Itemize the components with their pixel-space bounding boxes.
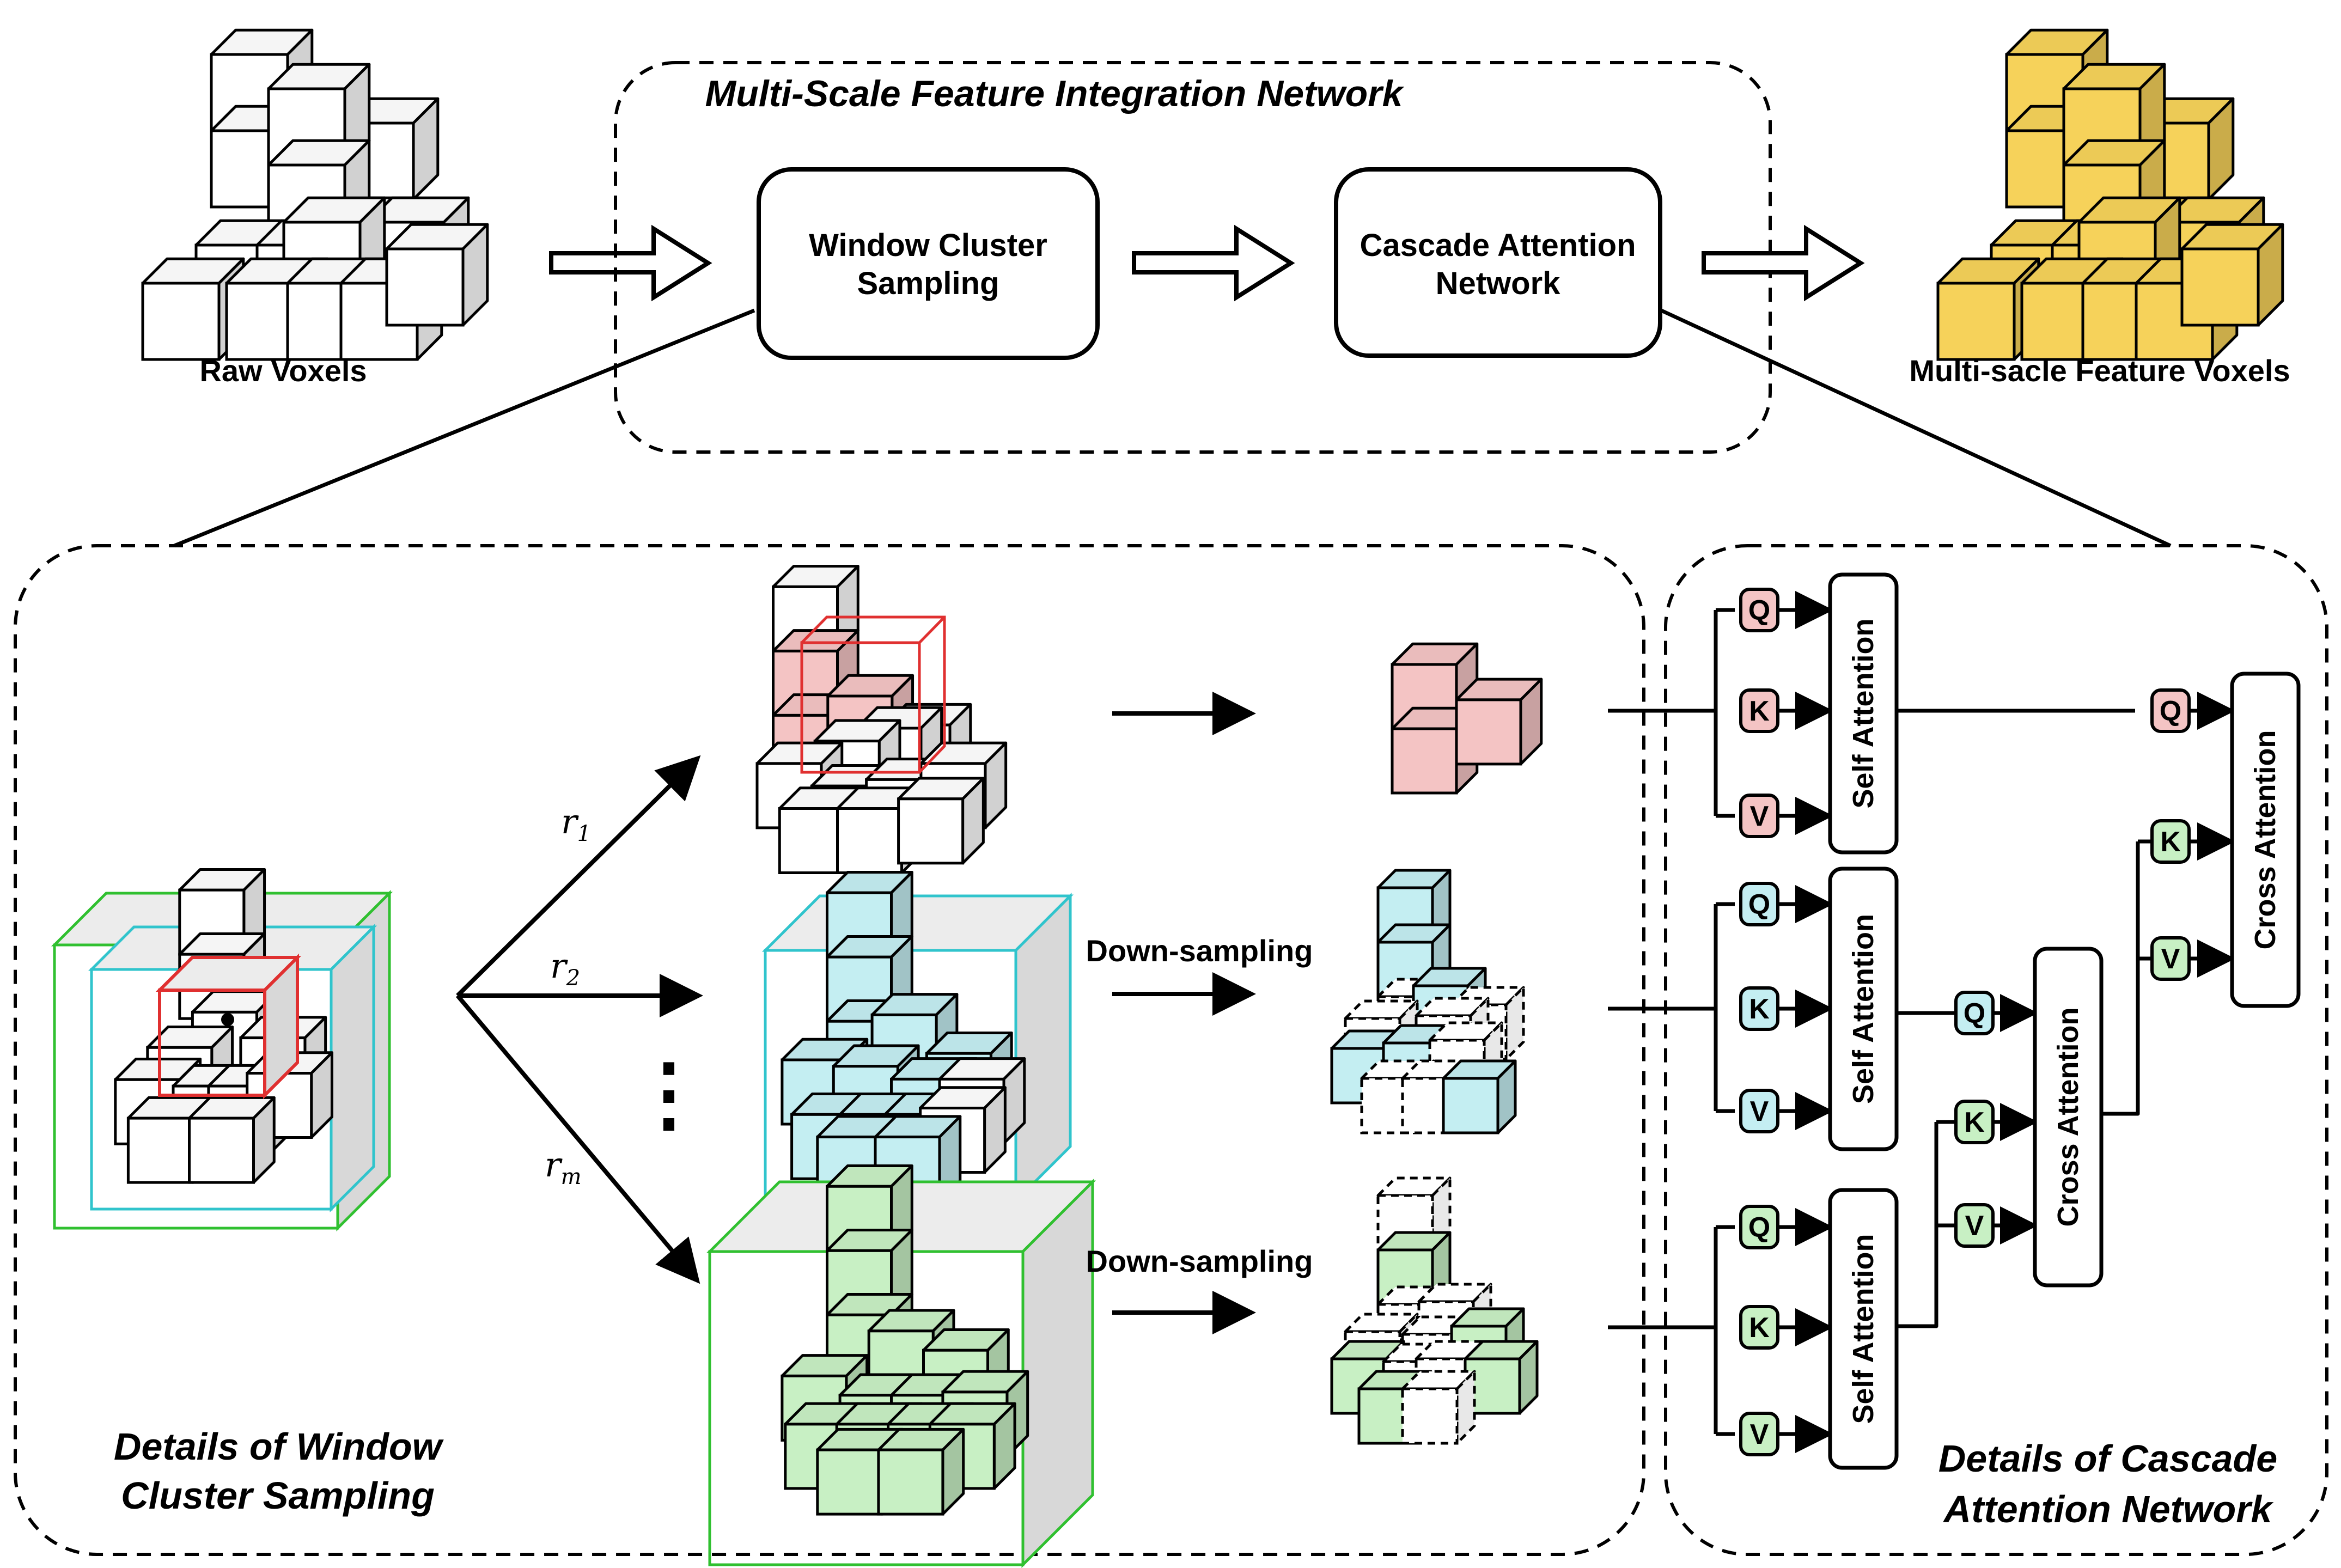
feature-voxels-figure: [1936, 28, 2284, 361]
window-r2-figure: [761, 870, 1074, 1205]
radius-r1-label: r1: [561, 802, 591, 846]
sampling-details-title-2: Cluster Sampling: [121, 1474, 435, 1517]
pipeline-arrow-3: [1702, 224, 1865, 302]
cyan-q-token-label: Q: [1748, 889, 1770, 920]
zoom-line-left: [173, 308, 755, 548]
network-title: Multi-Scale Feature Integration Network: [705, 73, 1405, 114]
window-cluster-sampling-box: [757, 167, 1100, 360]
cyan-k-token-label: K: [1749, 993, 1770, 1025]
sampled-green-cluster: [1330, 1176, 1539, 1445]
cross1-q-token-label: Q: [1964, 998, 1985, 1029]
self-attention-cyan: [1828, 867, 1899, 1151]
radius-r2-label: r2: [550, 946, 580, 991]
sampled-cyan-cluster: [1330, 869, 1525, 1134]
cross-attention-2-label: Cross Attention: [2249, 730, 2282, 950]
pipeline-arrow-1: [549, 224, 712, 302]
raw-voxels-label: Raw Voxels: [199, 353, 367, 388]
green-k-token-label: K: [1749, 1312, 1770, 1344]
cascade-attention-network-label-2: Network: [1436, 266, 1561, 301]
cross2-k-token-label: K: [2160, 826, 2181, 858]
red-q-token-label: Q: [1748, 595, 1770, 626]
feature-voxels-label: Multi-sacle Feature Voxels: [1909, 353, 2290, 388]
radius-rm-label: rm: [545, 1145, 582, 1189]
cascade-attention-network-label: Cascade Attention: [1360, 228, 1636, 263]
raw-voxels-figure: [141, 28, 489, 361]
cascade-details-title: Details of Cascade: [1938, 1437, 2277, 1480]
downsampling-label-2: Down-sampling: [1086, 1244, 1313, 1278]
cross1-v-token-label: V: [1965, 1210, 1984, 1242]
self-attention-green: [1828, 1188, 1899, 1470]
cross2-q-token-label: Q: [2160, 695, 2181, 727]
self-attention-cyan-label: Self Attention: [1847, 914, 1880, 1104]
input-window-figure: [51, 868, 393, 1232]
cross-attention-2: [2230, 672, 2301, 1008]
cascade-attention-network-box: [1334, 167, 1662, 358]
cascade-details-container: [1664, 544, 2328, 1556]
cross1-k-token-label: K: [1964, 1107, 1985, 1138]
cascade-details-title-2: Attention Network: [1943, 1488, 2274, 1530]
cyan-v-token-label: V: [1750, 1096, 1769, 1127]
green-q-token-label: Q: [1748, 1212, 1770, 1243]
zoom-line-right: [1660, 308, 2172, 548]
cross2-v-token-label: V: [2161, 943, 2180, 975]
ellipsis-dots: ⋮: [628, 1048, 710, 1139]
branch-arrow-rm: [455, 994, 700, 1284]
green-v-token-label: V: [1750, 1419, 1769, 1450]
network-container: [614, 61, 1772, 454]
self-attention-red-label: Self Attention: [1847, 619, 1880, 809]
self-attention-green-label: Self Attention: [1847, 1234, 1880, 1424]
window-cluster-sampling-label-2: Sampling: [857, 266, 999, 301]
cross-attention-1: [2033, 947, 2104, 1288]
red-k-token-label: K: [1749, 695, 1770, 727]
window-cluster-sampling-label: Window Cluster: [809, 228, 1047, 263]
self-attention-red: [1828, 572, 1899, 855]
downsampling-label-1: Down-sampling: [1086, 934, 1313, 968]
pipeline-arrow-2: [1132, 224, 1295, 302]
cross-attention-1-label: Cross Attention: [2052, 1008, 2084, 1227]
window-r1-figure: [755, 565, 1008, 874]
branch-arrow-r1: [456, 755, 701, 997]
sampled-red-cluster: [1391, 642, 1543, 795]
sampling-details-title: Details of Window: [114, 1425, 444, 1468]
red-v-token-label: V: [1750, 801, 1769, 832]
sampling-details-container: [14, 544, 1645, 1556]
window-rm-figure: [706, 1164, 1096, 1568]
